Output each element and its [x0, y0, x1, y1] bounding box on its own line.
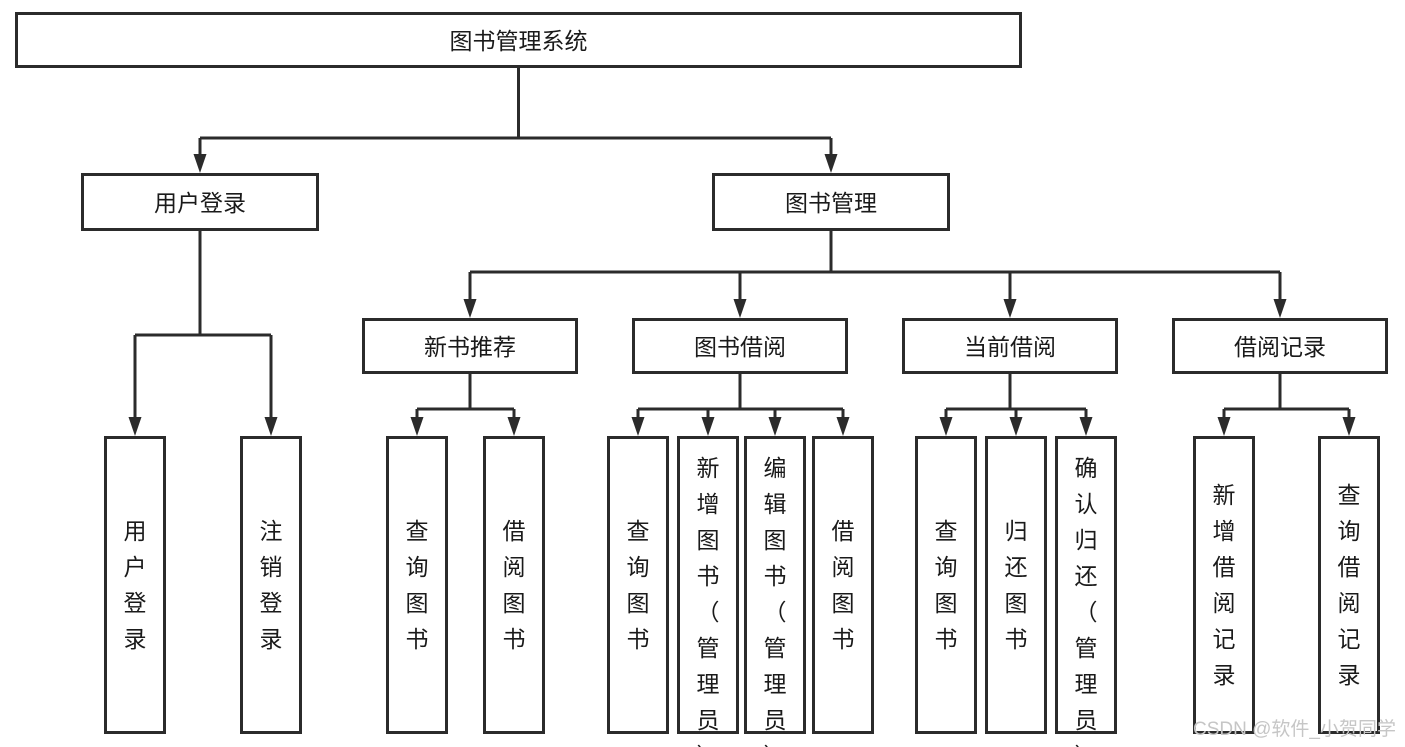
edge-l2-1-to-leaf-0-arrowhead	[631, 417, 645, 436]
node-leaf-5-rect	[677, 436, 739, 734]
node-level2-2-rect	[902, 318, 1118, 374]
edge-mgmt-to-l2-2-arrowhead	[1003, 299, 1017, 318]
node-level2-3-label: 借阅记录	[1234, 334, 1326, 360]
node-level1-1-rect	[712, 173, 950, 231]
edge-l2-1-to-leaf-2-arrowhead	[768, 417, 782, 436]
node-leaf-9-label: 归还图书	[1005, 518, 1028, 652]
node-leaf-3[interactable]: 借阅图书	[483, 436, 545, 734]
node-leaf-11[interactable]: 新增借阅记录	[1193, 436, 1255, 734]
node-leaf-12-label: 查询借阅记录	[1338, 482, 1361, 688]
node-level1-0-rect	[81, 173, 319, 231]
node-leaf-9-rect	[985, 436, 1047, 734]
node-root-system-label: 图书管理系统	[450, 28, 588, 54]
node-level2-1-rect	[632, 318, 848, 374]
node-level2-2[interactable]: 当前借阅	[902, 318, 1118, 374]
node-level1-1[interactable]: 图书管理	[712, 173, 950, 231]
node-leaf-3-label: 借阅图书	[503, 518, 526, 652]
node-leaf-4-label: 查询图书	[627, 518, 650, 652]
node-leaf-8-label: 查询图书	[935, 518, 958, 652]
node-root-system[interactable]: 图书管理系统	[15, 12, 1022, 68]
edge-mgmt-to-l2-1-arrowhead	[733, 299, 747, 318]
edge-l2-2-to-leaf-2-arrowhead	[1079, 417, 1093, 436]
node-leaf-10-rect	[1055, 436, 1117, 734]
node-level2-3-rect	[1172, 318, 1388, 374]
node-leaf-3-rect	[483, 436, 545, 734]
node-level2-2-label: 当前借阅	[964, 334, 1056, 360]
node-leaf-0-label: 用户登录	[124, 518, 147, 652]
node-level2-0-label: 新书推荐	[424, 334, 516, 360]
edge-mgmt-to-l2-3-arrowhead	[1273, 299, 1287, 318]
node-leaf-10-label: 确认归还（管理员）	[1075, 455, 1098, 747]
node-leaf-0-rect	[104, 436, 166, 734]
node-leaf-2-rect	[386, 436, 448, 734]
node-leaf-4-rect	[607, 436, 669, 734]
node-leaf-6-label: 编辑图书（管理员）	[764, 455, 787, 747]
edge-l2-3-to-leaf-0-arrowhead	[1217, 417, 1231, 436]
node-leaf-6-rect	[744, 436, 806, 734]
node-leaf-1-rect	[240, 436, 302, 734]
node-level1-1-label: 图书管理	[785, 190, 877, 216]
edge-l2-1-to-leaf-3-arrowhead	[836, 417, 850, 436]
edge-login-to-leaf-1-arrowhead	[264, 417, 278, 436]
edge-l2-1-to-leaf-1-arrowhead	[701, 417, 715, 436]
node-leaf-6[interactable]: 编辑图书（管理员）	[744, 436, 806, 747]
node-level2-0[interactable]: 新书推荐	[362, 318, 578, 374]
node-leaf-0[interactable]: 用户登录	[104, 436, 166, 734]
node-leaf-5[interactable]: 新增图书（管理员）	[677, 436, 739, 747]
node-leaf-9[interactable]: 归还图书	[985, 436, 1047, 734]
edge-root-to-l1-1-arrowhead	[824, 154, 838, 173]
node-leaf-4[interactable]: 查询图书	[607, 436, 669, 734]
node-leaf-12[interactable]: 查询借阅记录	[1318, 436, 1380, 734]
node-level2-1-label: 图书借阅	[694, 334, 786, 360]
edge-login-to-leaf-0-arrowhead	[128, 417, 142, 436]
node-level2-1[interactable]: 图书借阅	[632, 318, 848, 374]
node-leaf-1[interactable]: 注销登录	[240, 436, 302, 734]
node-root-system-rect	[15, 12, 1022, 68]
edge-l2-0-to-leaf-0-arrowhead	[410, 417, 424, 436]
node-leaf-1-label: 注销登录	[260, 518, 283, 652]
node-leaf-8[interactable]: 查询图书	[915, 436, 977, 734]
node-leaf-5-label: 新增图书（管理员）	[697, 455, 720, 747]
node-level1-0-label: 用户登录	[154, 190, 246, 216]
node-level2-3[interactable]: 借阅记录	[1172, 318, 1388, 374]
node-level2-0-rect	[362, 318, 578, 374]
node-leaf-11-label: 新增借阅记录	[1213, 482, 1236, 688]
node-leaf-7[interactable]: 借阅图书	[812, 436, 874, 734]
edge-mgmt-to-l2-0-arrowhead	[463, 299, 477, 318]
node-leaf-8-rect	[915, 436, 977, 734]
watermark: CSDN @软件_小贺同学	[1193, 718, 1396, 740]
node-leaf-7-rect	[812, 436, 874, 734]
edge-l2-3-to-leaf-1-arrowhead	[1342, 417, 1356, 436]
edge-l2-0-to-leaf-1-arrowhead	[507, 417, 521, 436]
node-leaf-2[interactable]: 查询图书	[386, 436, 448, 734]
edge-root-to-l1-0-arrowhead	[193, 154, 207, 173]
node-leaf-7-label: 借阅图书	[832, 518, 855, 652]
node-level1-0[interactable]: 用户登录	[81, 173, 319, 231]
node-leaf-11-rect	[1193, 436, 1255, 734]
edge-l2-2-to-leaf-0-arrowhead	[939, 417, 953, 436]
node-leaf-12-rect	[1318, 436, 1380, 734]
edge-l2-2-to-leaf-1-arrowhead	[1009, 417, 1023, 436]
node-leaf-10[interactable]: 确认归还（管理员）	[1055, 436, 1117, 747]
node-leaf-2-label: 查询图书	[406, 518, 429, 652]
